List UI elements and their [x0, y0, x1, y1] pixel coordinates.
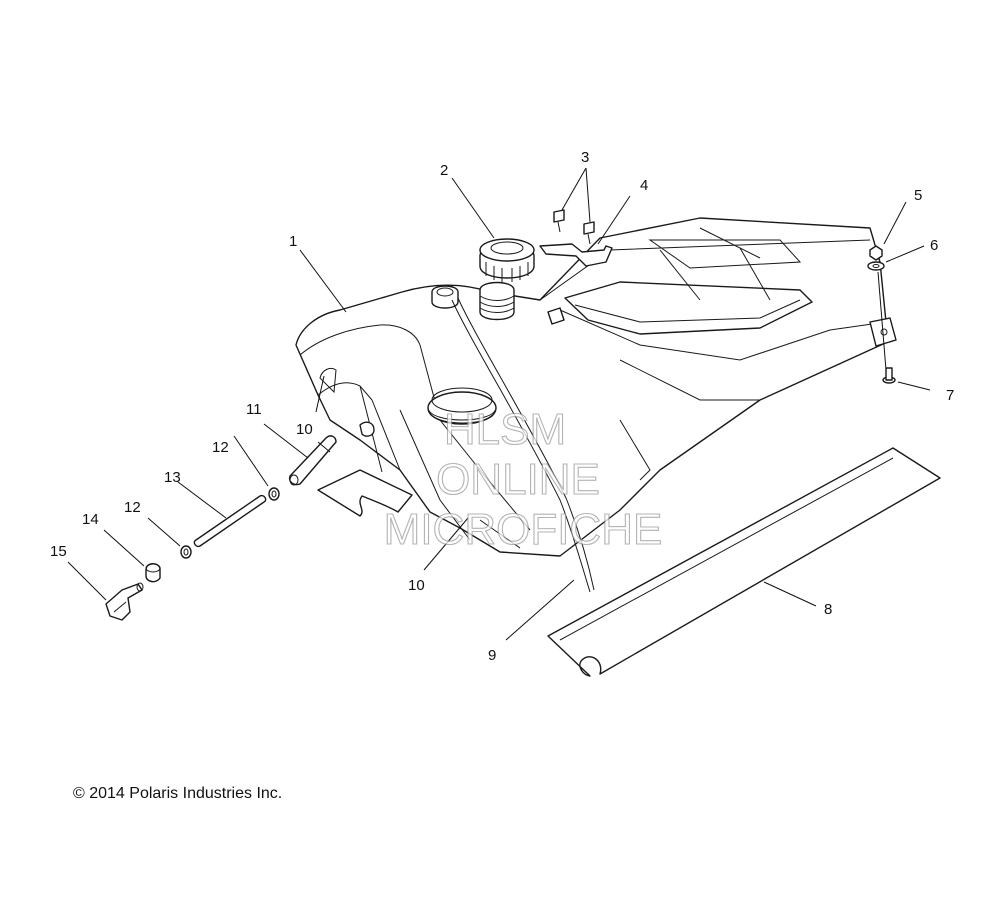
part-7-bolt [882, 367, 896, 384]
part-9-vent-hose [451, 297, 595, 593]
callout-5: 5 [914, 187, 922, 204]
callout-2: 2 [440, 162, 448, 179]
assembly-line-5-7 [877, 271, 887, 371]
part-11-fitting [288, 435, 337, 486]
watermark-line-1: HLSM [444, 405, 566, 454]
part-4-bracket [539, 243, 613, 267]
callout-10-lower: 10 [408, 577, 425, 594]
watermark: HLSM ONLINE MICROFICHE [383, 404, 663, 554]
callout-12-lower: 12 [124, 499, 141, 516]
leader-lines [67, 167, 931, 641]
callout-7: 7 [946, 387, 954, 404]
part-1-fuel-tank [295, 217, 897, 557]
part-8-heat-shield [547, 447, 941, 677]
part-2-fuel-cap [479, 238, 535, 282]
callout-3: 3 [581, 149, 589, 166]
part-6-washer [867, 261, 885, 271]
part-12-clamp-lower [180, 545, 192, 559]
callout-13: 13 [164, 469, 181, 486]
callout-1: 1 [289, 233, 297, 250]
callout-4: 4 [640, 177, 648, 194]
callout-labels: 1 2 3 4 5 6 7 8 9 10 10 11 12 13 12 14 1… [50, 149, 954, 664]
copyright-notice: © 2014 Polaris Industries Inc. [73, 785, 283, 802]
part-3-screws [553, 209, 595, 245]
part-12-clamp-upper [268, 487, 280, 501]
callout-8: 8 [824, 601, 832, 618]
callout-6: 6 [930, 237, 938, 254]
part-13-fuel-line [193, 494, 267, 548]
callout-10-upper: 10 [296, 421, 313, 438]
part-14-cap [145, 563, 161, 583]
callout-15: 15 [50, 543, 67, 560]
callout-11: 11 [246, 401, 262, 418]
watermark-line-3: MICROFICHE [384, 505, 663, 554]
callout-14: 14 [82, 511, 99, 528]
callout-12-upper: 12 [212, 439, 229, 456]
part-15-valve [105, 582, 144, 621]
part-5-nut [869, 245, 883, 261]
callout-9: 9 [488, 647, 496, 664]
watermark-line-2: ONLINE [436, 455, 600, 504]
